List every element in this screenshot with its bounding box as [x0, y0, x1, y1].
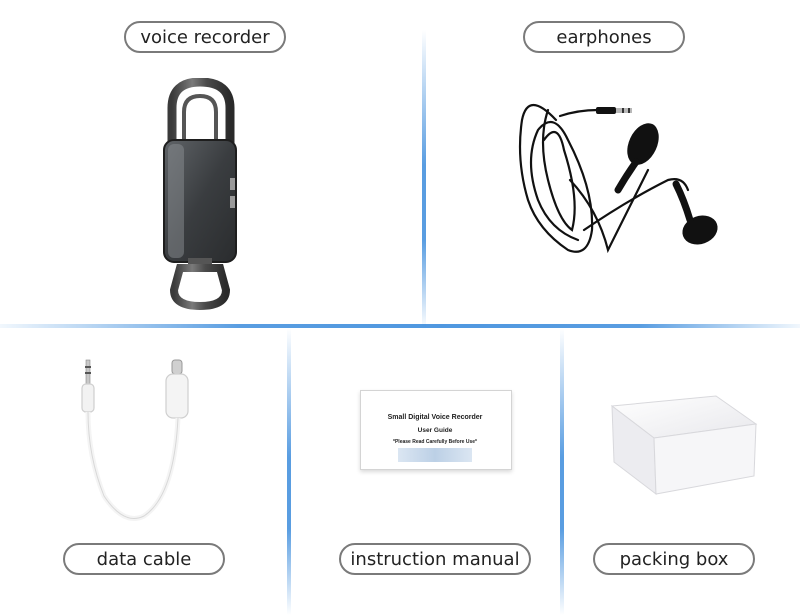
- voice-recorder-label: voice recorder: [124, 21, 286, 53]
- manual-note: *Please Read Carefully Before Use*: [393, 439, 477, 445]
- data-cable-icon: [74, 356, 204, 526]
- packing-box-label: packing box: [593, 543, 755, 575]
- vertical-divider-bottom-right: [560, 328, 564, 615]
- horizontal-divider: [0, 324, 800, 328]
- manual-subtitle: User Guide: [417, 427, 453, 434]
- manual-title: Small Digital Voice Recorder: [387, 414, 483, 421]
- vertical-divider-bottom-left: [287, 328, 291, 615]
- vertical-divider-top: [422, 30, 426, 330]
- instruction-manual-icon: Small Digital Voice Recorder User Guide …: [360, 390, 512, 470]
- packing-box-icon: [604, 394, 764, 498]
- data-cable-label: data cable: [63, 543, 225, 575]
- earphones-label: earphones: [523, 21, 685, 53]
- earphones-icon: [508, 80, 728, 260]
- instruction-manual-label: instruction manual: [339, 543, 531, 575]
- voice-recorder-icon: [150, 77, 250, 311]
